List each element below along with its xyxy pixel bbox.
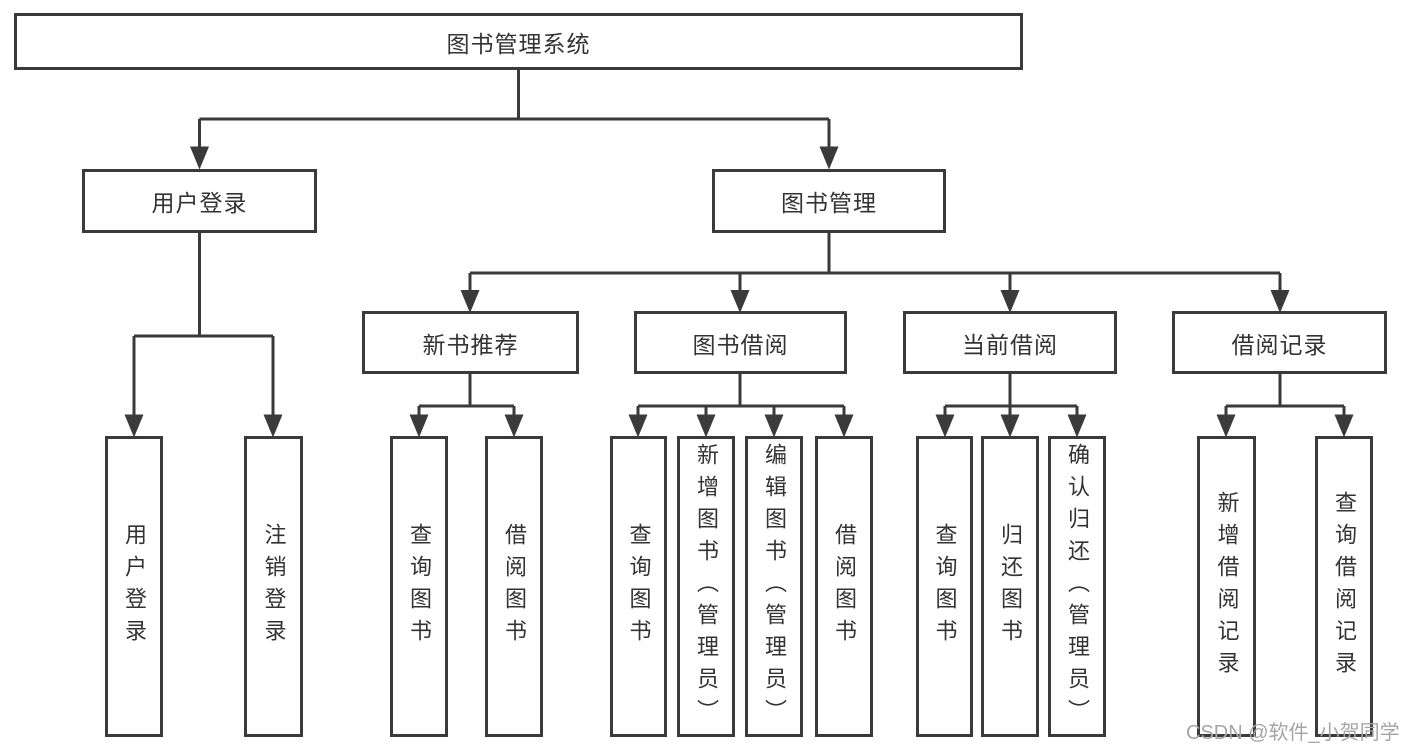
node-new-book-recommend: 新书推荐 [362,311,579,374]
leaf-user-login: 用户登录 [105,436,163,737]
leaf-recommend-borrow-book: 借阅图书 [485,436,543,737]
leaf-label: 新增借阅记录 [1214,490,1240,683]
node-root-library-system: 图书管理系统 [14,13,1023,70]
leaf-label: 查询图书 [932,522,958,651]
node-user-login: 用户登录 [82,169,317,233]
leaf-label: 注销登录 [261,522,287,651]
leaf-records-query-record: 查询借阅记录 [1315,436,1373,737]
leaf-borrow-query-book: 查询图书 [610,436,667,737]
leaf-borrow-add-book-admin: 新增图书（管理员） [677,436,735,737]
leaf-label: 查询借阅记录 [1332,490,1357,683]
leaf-label: 借阅图书 [502,522,527,651]
leaf-recommend-query-book: 查询图书 [390,436,448,737]
leaf-label: 编辑图书（管理员） [762,442,787,731]
leaf-label: 归还图书 [998,522,1023,651]
leaf-current-query-book: 查询图书 [916,436,973,737]
leaf-borrow-borrow-book: 借阅图书 [815,436,873,737]
leaf-records-add-record: 新增借阅记录 [1197,436,1256,737]
leaf-current-return-book: 归还图书 [981,436,1039,737]
csdn-watermark: CSDN @软件_小贺同学 [1186,722,1400,744]
leaf-label: 新增图书（管理员） [694,442,719,731]
node-book-borrow: 图书借阅 [634,311,847,374]
leaf-label: 用户登录 [122,522,147,651]
node-borrow-records: 借阅记录 [1172,311,1387,374]
leaf-current-confirm-return-admin: 确认归还（管理员） [1048,436,1106,737]
node-book-management: 图书管理 [712,169,946,233]
leaf-borrow-edit-book-admin: 编辑图书（管理员） [745,436,803,737]
leaf-label: 确认归还（管理员） [1065,442,1090,731]
leaf-label: 查询图书 [626,522,652,651]
leaf-logout: 注销登录 [244,436,303,737]
leaf-label: 借阅图书 [832,522,857,651]
node-current-borrow: 当前借阅 [903,311,1117,374]
leaf-label: 查询图书 [407,522,432,651]
